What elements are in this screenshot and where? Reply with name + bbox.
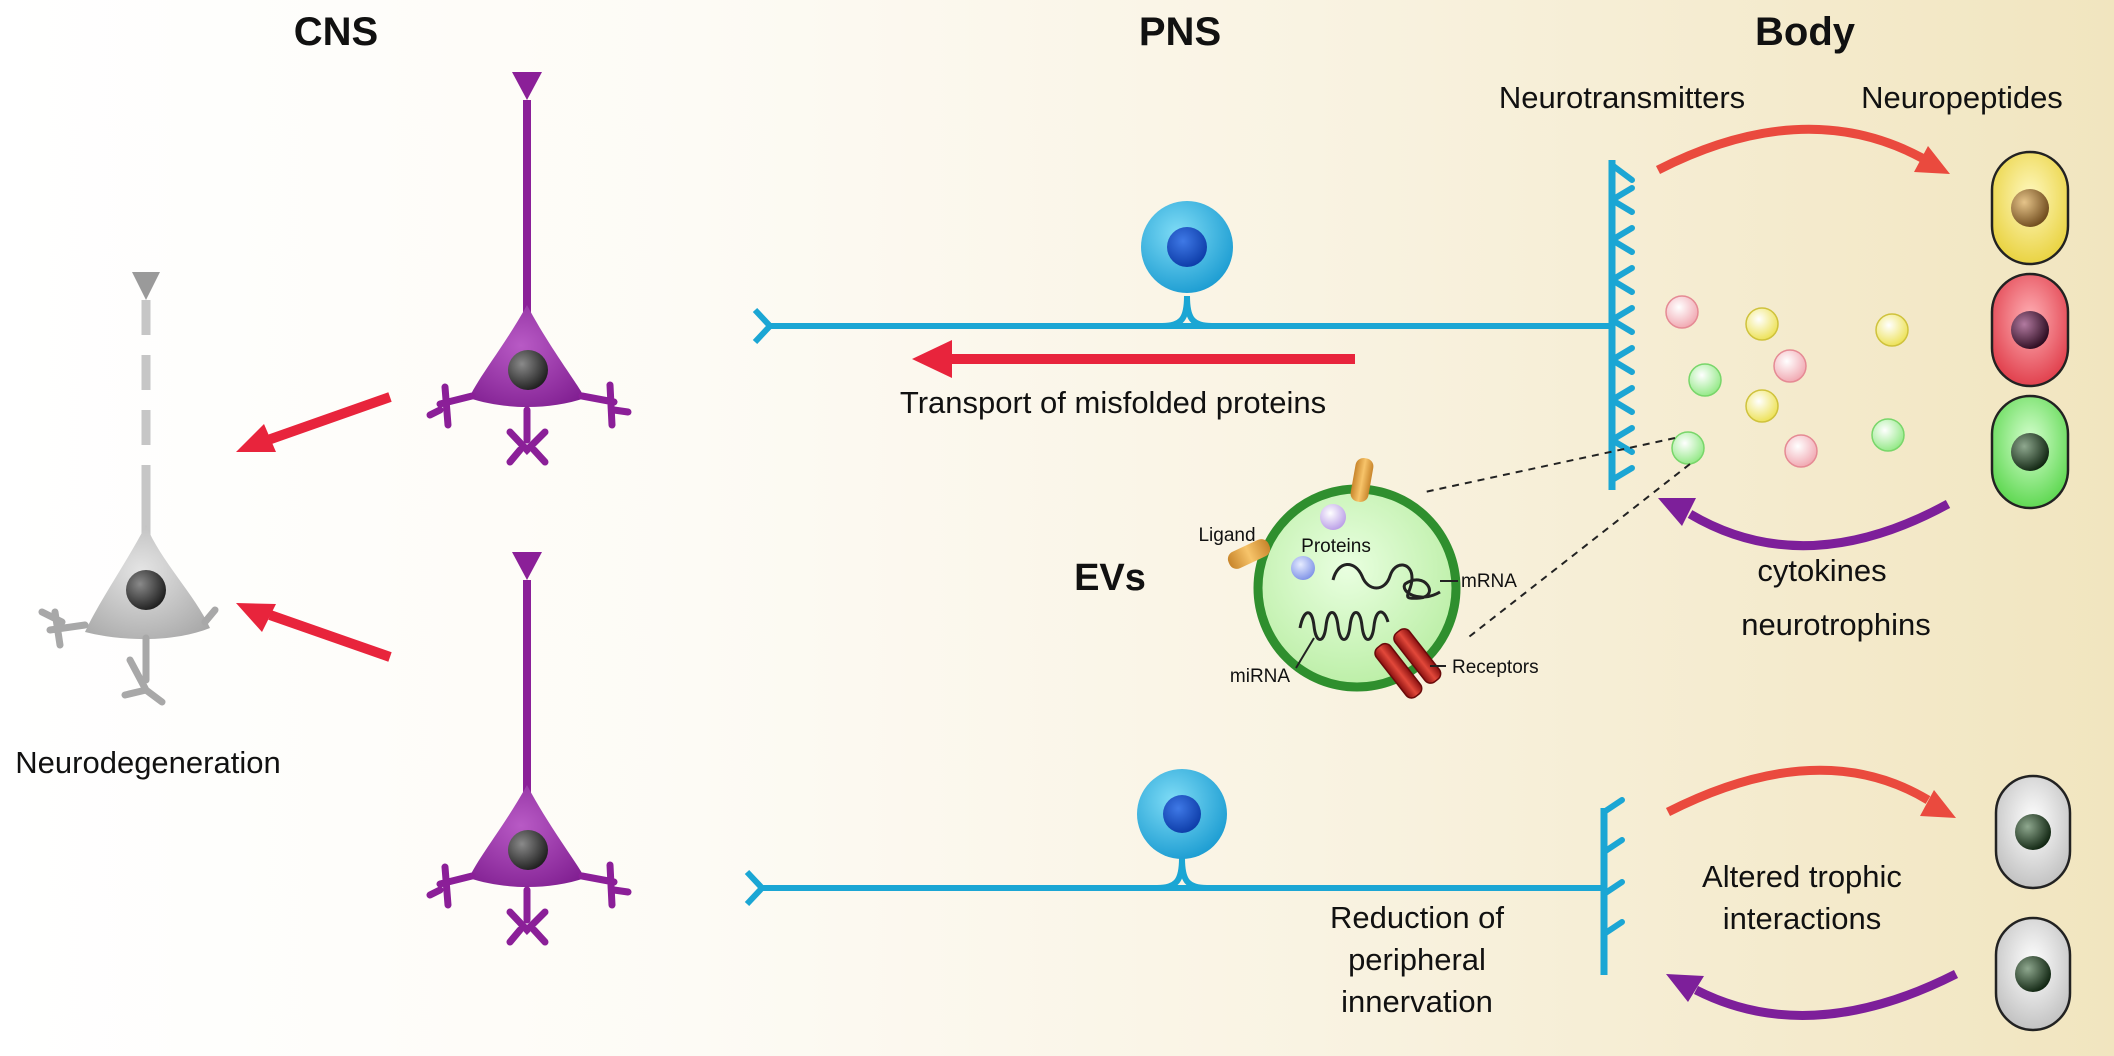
ligand-top-icon <box>1350 458 1374 502</box>
neurotrophins-label: neurotrophins <box>1741 607 1931 642</box>
trophic-arrow-in <box>1666 969 1959 1020</box>
cytokines-label: cytokines <box>1757 553 1886 588</box>
mrna-strand <box>1331 563 1441 600</box>
extracellular-vesicle <box>1227 458 1461 699</box>
trophic-arrow-out <box>1665 765 1956 818</box>
body-cell-gray-upper <box>1994 774 2072 890</box>
ligand-label: Ligand <box>1198 525 1255 546</box>
cns-neuron-lower <box>426 552 632 946</box>
ev-zoom-lines <box>1424 437 1691 641</box>
neurodegeneration-label: Neurodegeneration <box>15 745 280 780</box>
neurotransmitter-arrow <box>1655 124 1950 175</box>
degeneration-arrow-lower <box>236 603 392 662</box>
mrna-label: mRNA <box>1461 571 1517 592</box>
body-cell-gray-lower <box>1994 916 2072 1032</box>
reduction-label-line3: innervation <box>1341 984 1493 1019</box>
receptor-icon <box>1374 628 1442 699</box>
receptors-label: Receptors <box>1452 657 1539 678</box>
sensory-neuron-lower <box>744 769 1625 975</box>
degenerating-neuron <box>38 272 219 706</box>
altered-trophic-label-line2: interactions <box>1723 901 1882 936</box>
sensory-neuron-upper <box>752 160 1635 490</box>
neurotransmitters-label: Neurotransmitters <box>1499 80 1745 115</box>
body-header: Body <box>1755 10 1856 54</box>
ligand-left-icon <box>1227 539 1271 569</box>
degeneration-arrow-upper <box>236 392 392 452</box>
cns-header: CNS <box>294 10 378 54</box>
mirna-label: miRNA <box>1230 666 1290 687</box>
mirna-strand <box>1298 610 1390 641</box>
body-cell-red <box>1990 272 2070 388</box>
reduction-label-line2: peripheral <box>1348 942 1486 977</box>
proteins-label: Proteins <box>1301 536 1371 557</box>
cytokine-arrow <box>1658 498 1951 551</box>
reduction-label-line1: Reduction of <box>1330 900 1504 935</box>
neuropeptides-label: Neuropeptides <box>1861 80 2063 115</box>
cns-neuron-upper <box>426 72 632 466</box>
transport-label: Transport of misfolded proteins <box>900 385 1326 420</box>
body-cell-yellow <box>1990 150 2070 266</box>
pns-header: PNS <box>1139 10 1221 54</box>
transport-arrow <box>912 340 1355 378</box>
body-cell-green <box>1990 394 2070 510</box>
altered-trophic-label-line1: Altered trophic <box>1702 859 1902 894</box>
evs-label: EVs <box>1074 557 1146 599</box>
released-vesicles <box>1665 295 1909 468</box>
